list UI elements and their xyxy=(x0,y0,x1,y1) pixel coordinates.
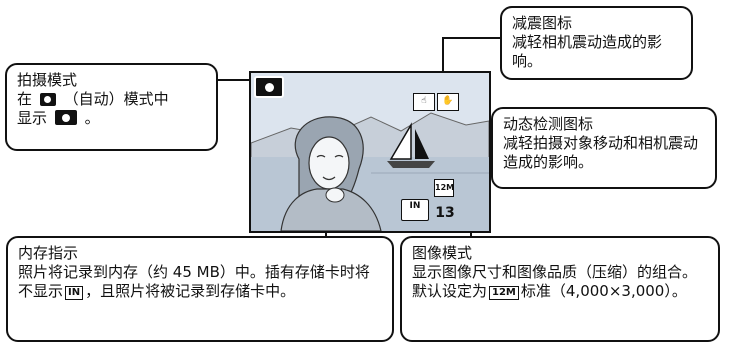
memory-inline-icon: IN xyxy=(65,286,84,300)
callout-motion-icon: 动态检测图标 减轻拍摄对象移动和相机震动造成的影响。 xyxy=(491,107,717,189)
memory-indicator-label: IN xyxy=(409,201,421,211)
camera-screen: ☝ ✋ 12M IN 13 xyxy=(249,71,491,233)
image-mode-badge: 12M xyxy=(434,179,454,197)
camera-mode-inline-icon xyxy=(39,93,56,106)
callout-vr-icon-title: 减震图标 xyxy=(512,14,573,32)
callout-shooting-mode-line2: 显示 。 xyxy=(17,109,100,127)
callout-motion-icon-title: 动态检测图标 xyxy=(503,115,594,133)
vr-icon: ✋ xyxy=(437,93,459,111)
person-hand xyxy=(325,187,345,203)
callout-shooting-mode-title: 拍摄模式 xyxy=(17,71,78,89)
callout-vr-icon-text: 减轻相机震动造成的影响。 xyxy=(512,33,663,70)
motion-detection-icon: ☝ xyxy=(413,93,435,111)
remaining-shots: 13 xyxy=(435,205,455,221)
callout-memory-title: 内存指示 xyxy=(18,244,79,262)
callout-shooting-mode-line1: 在 （自动）模式中 xyxy=(17,90,169,108)
memory-indicator: IN xyxy=(401,199,429,221)
callout-shooting-mode: 拍摄模式 在 （自动）模式中 显示 。 xyxy=(5,63,218,151)
camera-mode-icon xyxy=(254,76,284,98)
person-face xyxy=(308,136,350,190)
callout-vr-icon: 减震图标 减轻相机震动造成的影响。 xyxy=(500,6,693,80)
image-mode-inline-icon: 12M xyxy=(489,286,519,300)
callout-motion-icon-text: 减轻拍摄对象移动和相机震动造成的影响。 xyxy=(503,134,699,171)
sailboat xyxy=(389,122,412,160)
callout-image-mode-title: 图像模式 xyxy=(412,244,473,262)
camera-mode-inline-icon xyxy=(54,110,77,125)
